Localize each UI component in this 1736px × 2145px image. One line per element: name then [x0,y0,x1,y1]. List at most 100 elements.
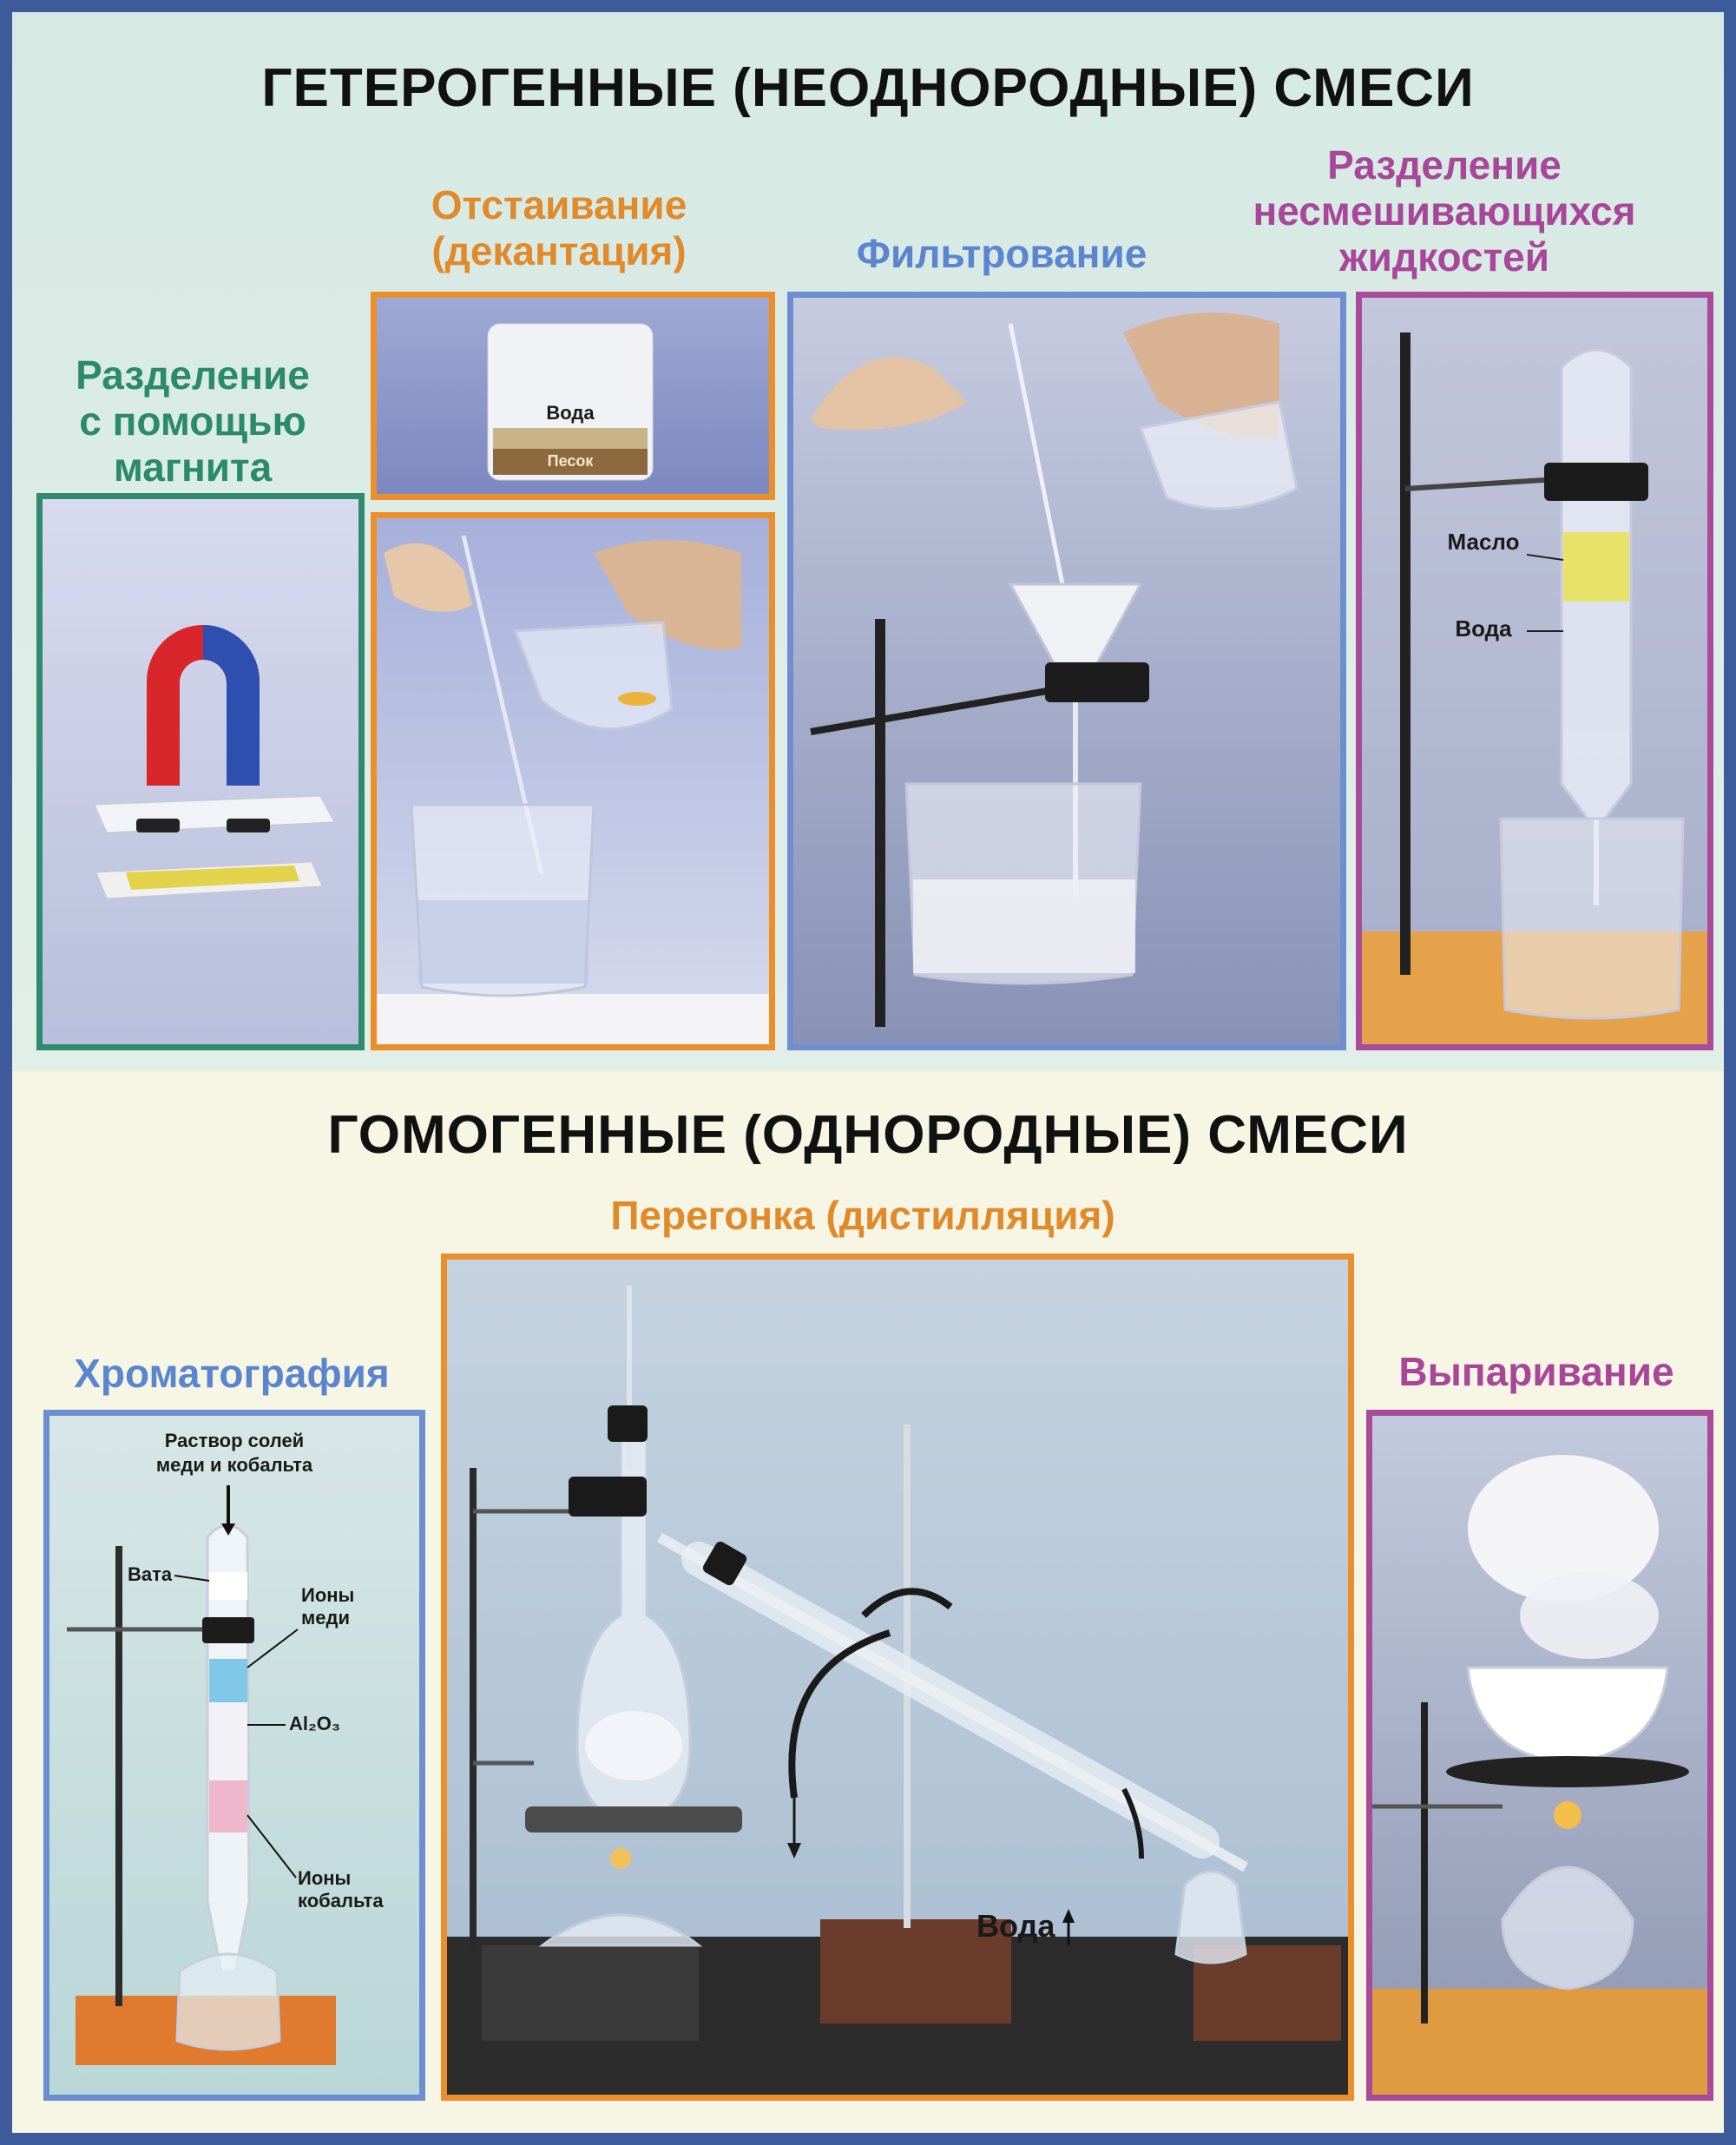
flask-solution [585,1711,682,1780]
decantation-settling-panel: Вода Песок [371,292,775,500]
evaporation-panel [1366,1410,1713,2101]
settling-illustration: Вода Песок [377,298,769,494]
decantation-pouring-panel [371,512,775,1050]
magnet-illustration [43,499,358,1044]
collecting-flask [175,1952,281,2051]
stand-base-center [820,1919,1011,2023]
magnet-title-line3: магнита [113,444,273,490]
cotton-pointer [174,1575,210,1582]
copper-band [209,1659,247,1702]
water-label: Вода [1455,615,1512,642]
copper-pointer [247,1628,299,1668]
burner-flame [1554,1801,1581,1829]
clamp-arm [1404,477,1545,491]
steam-lower [1520,1572,1659,1659]
burner-flame [610,1848,631,1869]
column-clamp [202,1617,254,1643]
magnet-foot-left [136,819,180,832]
sand-label: Песок [548,452,595,470]
separating-funnel-illustration: Масло Вода [1362,298,1707,1044]
filtration-illustration [793,298,1340,1044]
alcohol-burner [1501,1865,1634,1990]
separating-funnel-panel: Масло Вода [1356,292,1713,1050]
decantation-title: Отстаивание (декантация) [368,182,750,274]
liebig-condenser [681,1542,1220,1859]
homogeneous-heading: ГОМОГЕННЫЕ (ОДНОРОДНЫЕ) СМЕСИ [327,1105,1409,1165]
copper-label-line2: меди [301,1607,350,1628]
flask-clamp [569,1477,647,1517]
burner-base [482,1945,699,2041]
cotton-plug [209,1572,247,1600]
hand-right [1123,313,1279,438]
solution-arrowhead [221,1523,235,1536]
sulfur-powder [126,865,299,890]
immiscible-title-line2: несмешивающихся [1253,188,1636,234]
filtration-panel [787,292,1346,1050]
sand-layer [493,428,648,449]
hand-right [594,540,741,650]
water-label: Вода [546,402,595,424]
water-inlet-hose [1121,1787,1144,1859]
sand-bottom [493,449,648,475]
magnet-blue-pole [203,625,260,786]
filtrate [913,879,1135,973]
hand-left [811,357,967,430]
immiscible-title-line1: Разделение [1327,142,1562,188]
wire-gauze [525,1806,742,1832]
evaporation-illustration [1372,1416,1707,2095]
receiver-flask [1174,1870,1247,1964]
cotton-label: Вата [128,1563,173,1585]
solution-label-line1: Раствор солей [165,1430,304,1451]
chromatography-panel: Раствор солей меди и кобальта Вата Ионы … [43,1410,425,2101]
magnet-title-line1: Разделение [76,352,310,398]
magnet-panel [36,493,365,1050]
funnel-clamp [1045,662,1149,702]
water-layer [1563,602,1629,732]
condenser-clamp [861,1588,953,1618]
oil-label: Масло [1448,529,1520,555]
chromatography-title: Хроматография [74,1351,390,1396]
flask-stopper [608,1405,648,1442]
alumina-label: Al₂O₃ [289,1713,340,1734]
steam [1468,1455,1659,1602]
water-outlet-hose [788,1629,891,1799]
water-in-arrowhead [1062,1909,1075,1923]
cobalt-pointer [247,1814,297,1879]
immiscible-liquids-title: Разделение несмешивающихся жидкостей [1175,142,1713,280]
copper-label-line1: Ионы [301,1584,354,1606]
stand-arm [810,685,1063,735]
solution-label-line2: меди и кобальта [156,1454,313,1476]
immiscible-title-line3: жидкостей [1339,234,1549,280]
distillation-title: Перегонка (дистилляция) [610,1193,1115,1238]
pouring-illustration [377,518,769,1044]
distillation-panel: Вода [441,1253,1354,2101]
magnet-title-line2: с помощью [79,398,306,444]
filtration-title: Фильтрование [856,231,1147,276]
water-label: Вода [976,1908,1055,1944]
chromatography-illustration: Раствор солей меди и кобальта Вата Ионы … [49,1416,419,2095]
alcohol-burner [538,1913,703,1947]
alumina [209,1702,247,1780]
water-out-arrowhead [787,1843,801,1859]
poster: ГЕТЕРОГЕННЫЕ (НЕОДНОРОДНЫЕ) СМЕСИ Раздел… [12,12,1724,2133]
stand-base [1372,1989,1707,2095]
decantation-title-line1: Отстаивание [431,182,687,227]
hand-left [384,543,472,612]
receiving-beaker [1499,817,1685,1020]
cobalt-label-line2: кобальта [298,1890,384,1911]
evaporation-title: Выпаривание [1398,1349,1674,1394]
magnet-title: Разделение с помощью магнита [36,352,349,490]
distillation-illustration: Вода [447,1260,1348,2095]
cobalt-label-line1: Ионы [298,1867,351,1889]
oil-pointer [1526,554,1564,561]
decantation-title-line2: (декантация) [431,227,687,273]
cobalt-band [209,1780,247,1832]
sand-sediment [618,692,656,706]
condenser-stopper [702,1541,747,1586]
oil-layer [1563,532,1629,602]
wire-gauze [1446,1756,1689,1787]
heterogeneous-heading: ГЕТЕРОГЕННЫЕ (НЕОДНОРОДНЫЕ) СМЕСИ [261,58,1475,118]
decanted-water [418,900,589,984]
pouring-beaker [1138,400,1299,510]
funnel-clamp [1544,463,1648,501]
